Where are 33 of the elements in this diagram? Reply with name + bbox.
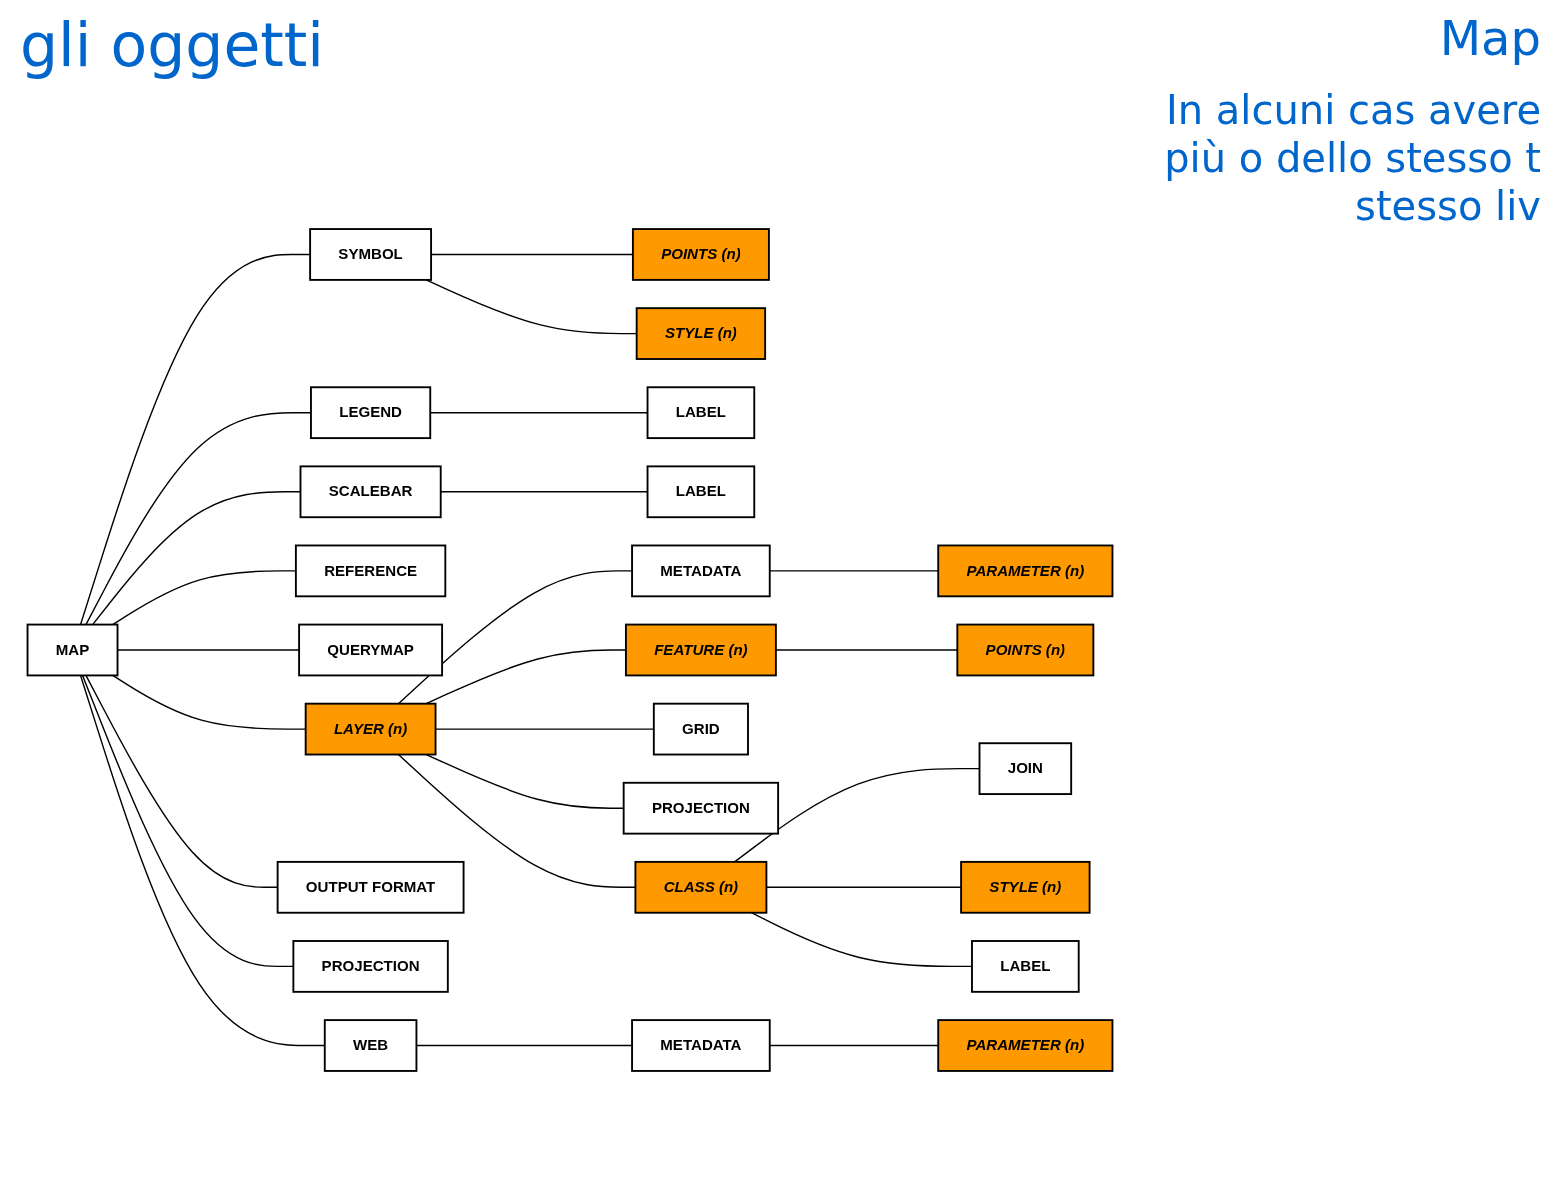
node-box: POINTS (n) xyxy=(631,228,770,281)
node-box: LEGEND xyxy=(310,386,432,440)
connector xyxy=(769,570,939,572)
node-box: METADATA xyxy=(631,1019,771,1072)
connector xyxy=(397,570,633,705)
node-box: PARAMETER (n) xyxy=(937,1019,1114,1072)
node-box: OUTPUT FORMAT xyxy=(276,860,465,914)
node-box: QUERYMAP xyxy=(298,623,444,677)
node-box: LABEL xyxy=(646,465,756,519)
node-box: JOIN xyxy=(978,742,1073,796)
heading-text: Map xyxy=(1438,10,1541,66)
node-box: PARAMETER (n) xyxy=(937,544,1114,598)
node-box: MAP xyxy=(26,623,119,677)
node-box: LABEL xyxy=(646,386,756,440)
node-box: SCALEBAR xyxy=(299,465,442,519)
note-text: In alcuni cas avere più o dello stesso t stesso liv xyxy=(1163,86,1541,230)
connector xyxy=(769,1044,939,1047)
connector xyxy=(79,253,311,626)
node-box: LAYER (n) xyxy=(304,702,437,756)
node-box: REFERENCE xyxy=(294,544,447,598)
node-box: SYMBOL xyxy=(309,228,432,281)
node-box: STYLE (n) xyxy=(635,307,767,360)
node-box: PROJECTION xyxy=(292,940,449,993)
title: gli oggetti xyxy=(20,10,324,80)
node-box: POINTS (n) xyxy=(956,623,1095,677)
node-box: STYLE (n) xyxy=(960,860,1091,914)
node-box: FEATURE (n) xyxy=(624,623,777,677)
node-box: CLASS (n) xyxy=(634,860,768,914)
node-box: PROJECTION xyxy=(622,781,780,835)
node-box: WEB xyxy=(323,1019,418,1072)
node-box: GRID xyxy=(652,702,749,756)
node-box: LABEL xyxy=(971,940,1080,993)
node-box: METADATA xyxy=(631,544,771,598)
